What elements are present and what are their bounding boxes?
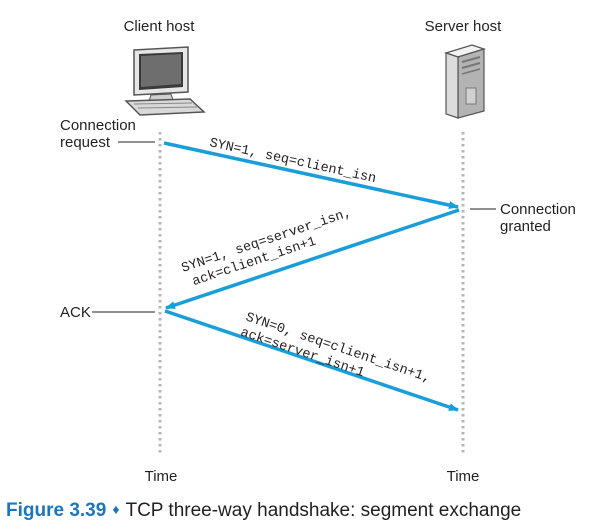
synack-segment-label: SYN=1, seq=server_isn, ack=client_isn+1 xyxy=(180,206,354,290)
ack-label: ACK xyxy=(60,304,155,321)
figure-number: Figure 3.39 xyxy=(6,500,107,521)
connection-granted-label: Connection granted xyxy=(470,201,576,235)
syn-arrow xyxy=(163,141,459,209)
ack-segment-label: SYN=0, seq=client_isn+1, ack=server_isn+… xyxy=(238,311,432,387)
handshake-diagram: Client host Server host Time Time Connec… xyxy=(60,18,576,485)
server-time-label: Time xyxy=(447,468,480,485)
connection-granted-line-1: Connection xyxy=(500,201,576,218)
figure-caption: Figure 3.39 ♦ TCP three-way handshake: seg… xyxy=(6,500,521,522)
server-tower-icon xyxy=(444,44,486,119)
connection-request-line-1: Connection xyxy=(60,117,136,134)
syn-segment-label: SYN=1, seq=client_isn xyxy=(208,136,377,187)
synack-arrow xyxy=(165,208,460,310)
client-host-label: Client host xyxy=(124,18,196,35)
connection-request-label: Connection request xyxy=(60,117,155,151)
syn-segment-line-1: SYN=1, seq=client_isn xyxy=(208,136,377,187)
ack-text: ACK xyxy=(60,304,91,321)
caption-separator-icon: ♦ xyxy=(112,501,120,517)
caption-text: TCP three-way handshake: segment exchang… xyxy=(125,500,522,521)
ack-arrow xyxy=(164,309,459,412)
connection-granted-line-2: granted xyxy=(500,218,551,235)
connection-request-line-2: request xyxy=(60,134,111,151)
desktop-computer-icon xyxy=(124,46,206,116)
server-host-label: Server host xyxy=(425,18,503,35)
client-time-label: Time xyxy=(145,468,178,485)
